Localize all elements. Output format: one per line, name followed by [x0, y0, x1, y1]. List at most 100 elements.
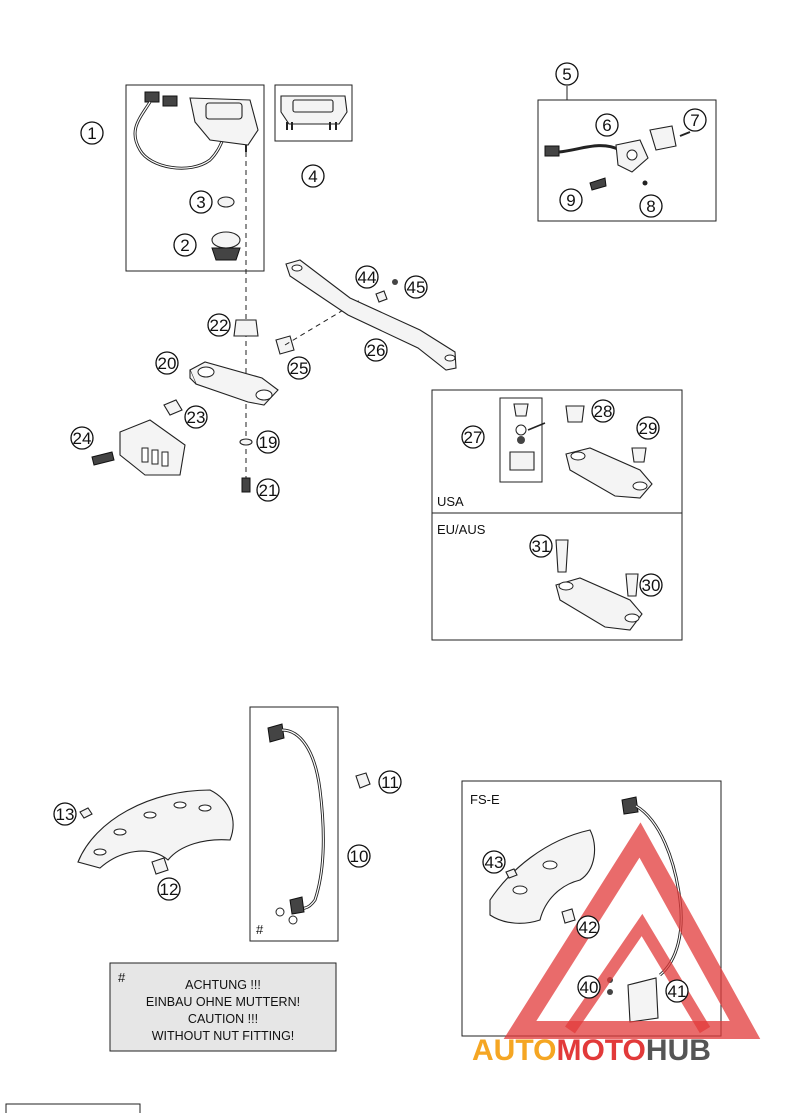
- sensor-cable-group: #: [249, 706, 371, 942]
- callout-8: 8: [639, 194, 663, 218]
- part-washer: [239, 438, 253, 446]
- part-damper-ring: [211, 231, 241, 249]
- note-box: # ACHTUNG !!! EINBAU OHNE MUTTERN! CAUTI…: [109, 962, 337, 1052]
- sensor-wire: [281, 728, 325, 910]
- callout-40: 40: [577, 975, 601, 999]
- switch-group: [537, 86, 717, 222]
- switch-cap: [649, 125, 677, 151]
- callout-2: 2: [173, 233, 197, 257]
- callout-number: 25: [290, 359, 309, 378]
- speedometer-group: [125, 84, 265, 272]
- part-fse-nut: [561, 908, 576, 924]
- callout-22: 22: [207, 313, 231, 337]
- label-eu-aus: EU/AUS: [437, 522, 486, 537]
- part-bushing-29: [631, 447, 647, 463]
- callout-number: 29: [639, 419, 658, 438]
- callout-number: 27: [464, 428, 483, 447]
- callout-number: 43: [485, 853, 504, 872]
- part-spacer-44: [375, 290, 388, 303]
- callout-number: 7: [690, 111, 699, 130]
- callout-31: 31: [529, 534, 553, 558]
- part-plate-bracket: [119, 419, 186, 476]
- handlebar-clamp-group: [91, 152, 457, 493]
- callout-41: 41: [665, 979, 689, 1003]
- label-fs-e: FS-E: [470, 792, 500, 807]
- callout-number: 28: [594, 402, 613, 421]
- fse-sensor-plug: [621, 796, 639, 815]
- label-usa: USA: [437, 494, 464, 509]
- brake-disc-group: [77, 789, 234, 875]
- callout-9: 9: [559, 188, 583, 212]
- callout-number: 12: [160, 880, 179, 899]
- callout-number: 42: [579, 918, 598, 937]
- callout-28: 28: [591, 399, 615, 423]
- callout-7: 7: [683, 108, 707, 132]
- switch-plug: [544, 145, 560, 157]
- variants-group: USA EU/AUS: [431, 389, 683, 641]
- callout-number: 1: [87, 124, 96, 143]
- callout-27: 27: [461, 425, 485, 449]
- note-line-1: ACHTUNG !!!: [185, 978, 261, 992]
- callout-45: 45: [404, 275, 428, 299]
- display-cover-box: [274, 84, 353, 142]
- part-long-bracket: [285, 259, 457, 371]
- part-fse-bracket: [627, 977, 659, 1023]
- callout-13: 13: [53, 802, 77, 826]
- callout-number: 5: [562, 65, 571, 84]
- callout-26: 26: [364, 338, 388, 362]
- callout-number: 4: [308, 167, 317, 186]
- bottom-code-tag: [5, 1103, 141, 1113]
- part-bolt-24: [91, 451, 115, 466]
- hash-mark: #: [256, 922, 264, 937]
- callout-number: 45: [407, 278, 426, 297]
- note-line-4: WITHOUT NUT FITTING!: [152, 1029, 295, 1043]
- callout-number: 13: [56, 805, 75, 824]
- part-bushing-28: [565, 405, 585, 423]
- callout-number: 11: [381, 773, 399, 792]
- callout-25: 25: [287, 356, 311, 380]
- callout-43: 43: [482, 850, 506, 874]
- callout-number: 21: [259, 481, 278, 500]
- callout-number: 2: [180, 236, 189, 255]
- part-screw-21: [241, 477, 251, 493]
- callout-5: 5: [555, 62, 579, 86]
- note-hash: #: [118, 970, 126, 985]
- switch-screw: [589, 177, 607, 191]
- part-plate-usa: [565, 447, 653, 499]
- callout-19: 19: [256, 430, 280, 454]
- sensor-plug: [267, 723, 285, 743]
- speedometer-display: [205, 102, 243, 120]
- plug-a: [144, 91, 160, 103]
- callout-4: 4: [301, 164, 325, 188]
- switch-wire: [558, 144, 621, 154]
- inset-box-27: [499, 397, 543, 483]
- callout-29: 29: [636, 416, 660, 440]
- callout-6: 6: [595, 113, 619, 137]
- callout-number: 26: [367, 341, 386, 360]
- callout-number: 44: [358, 268, 377, 287]
- speedometer-box: [125, 84, 265, 272]
- display-cover-group: [274, 84, 353, 142]
- part-rubber-bush: [233, 319, 259, 337]
- sensor-cable-box: [249, 706, 339, 942]
- callout-number: 40: [580, 978, 599, 997]
- callout-number: 22: [210, 316, 229, 335]
- part-damper-base: [211, 247, 241, 261]
- callout-21: 21: [256, 478, 280, 502]
- callout-20: 20: [155, 351, 179, 375]
- part-fse-disc: [489, 829, 596, 924]
- part-bolt-31: [555, 539, 569, 573]
- part-clip-13: [79, 807, 93, 819]
- callout-30: 30: [639, 573, 663, 597]
- variants-box: [431, 389, 683, 641]
- part-brake-disc: [77, 789, 234, 869]
- callout-number: 41: [668, 982, 687, 1001]
- part-plate-eu: [555, 577, 643, 631]
- note-line-3: CAUTION !!!: [188, 1012, 258, 1026]
- part-nut: [163, 399, 183, 416]
- callout-number: 23: [187, 408, 206, 427]
- callout-24: 24: [70, 426, 94, 450]
- callout-10: 10: [347, 844, 371, 868]
- plug-b: [162, 95, 178, 107]
